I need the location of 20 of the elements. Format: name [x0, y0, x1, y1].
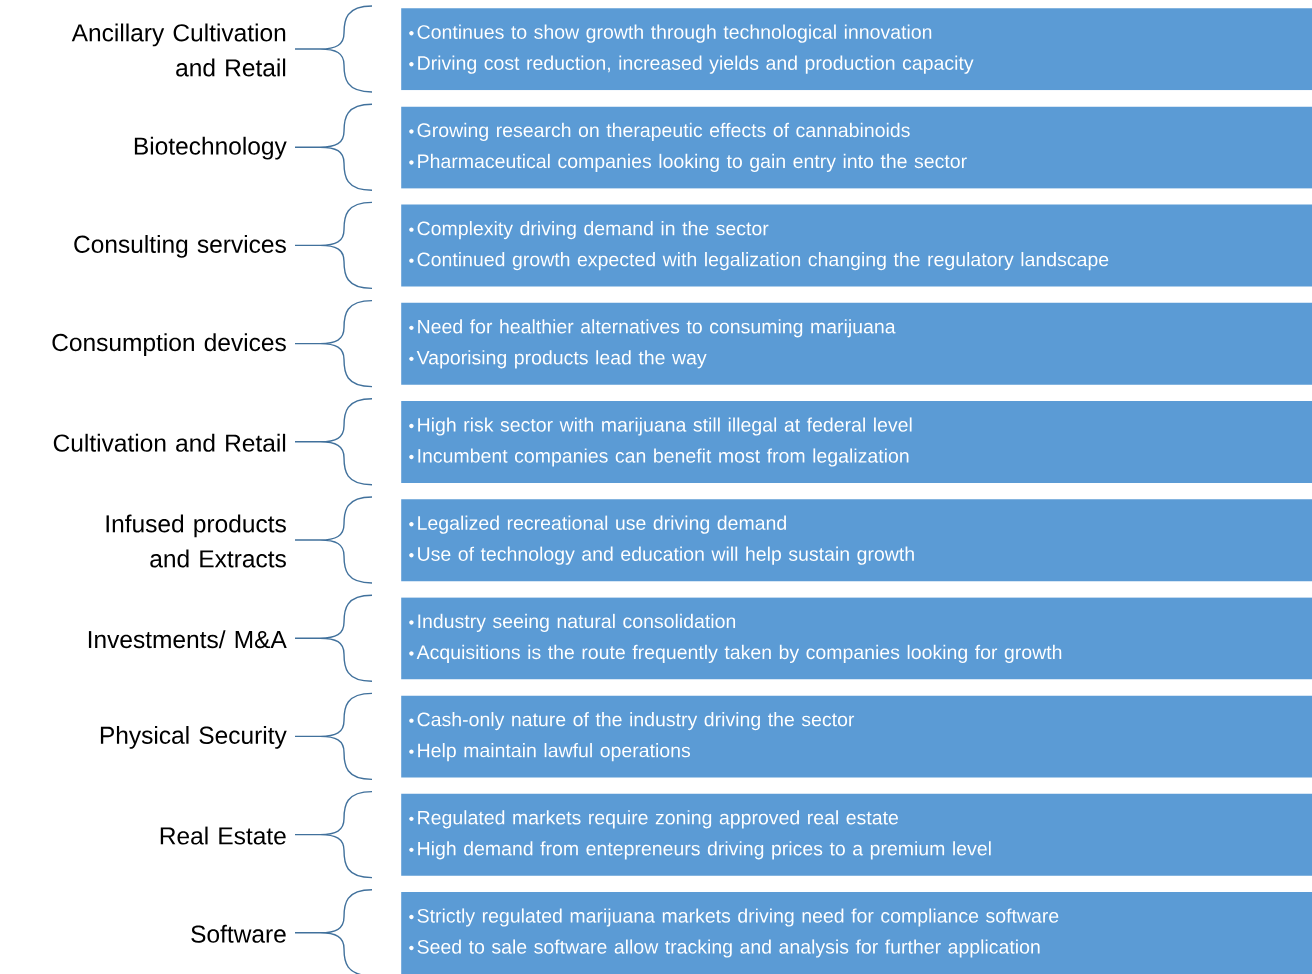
category-label: Software: [191, 924, 286, 943]
category-label: Investments/ M&A: [88, 630, 287, 649]
category-label: Real Estate: [160, 826, 286, 845]
text-box: Regulated markets require zoning approved real estate High demand from entepreneurs driving prices to a premium level: [401, 793, 1312, 876]
category-label: Infused products and Extracts: [106, 514, 286, 568]
category-label: Physical Security: [100, 726, 287, 749]
text-box: Complexity driving demand in the sector Continued growth expected with legalization changing the regulatory landscape: [401, 204, 1312, 287]
text-box: Growing research on therapeutic effects of cannabinoids Pharmaceutical companies looking to gain entry into the sector: [401, 106, 1312, 189]
category-label: Cultivation and Retail: [53, 433, 286, 452]
text-box: High risk sector with marijuana still illegal at federal level Incumbent companies can benefit most from legalization: [401, 401, 1312, 483]
category-label: Consumption devices: [52, 333, 286, 356]
category-label: Ancillary Cultivation and Retail: [71, 23, 286, 77]
text-box: Continues to show growth through technological innovation Driving cost reduction, increased yields and production capacity: [401, 8, 1312, 91]
text-box: Need for healthier alternatives to consuming marijuana Vaporising products lead the way: [401, 302, 1312, 385]
text-box: Industry seeing natural consolidation Acquisitions is the route frequently taken by companies looking for growth: [401, 597, 1312, 680]
text-box: Cash-only nature of the industry driving the sector Help maintain lawful operations: [401, 695, 1312, 778]
category-label: Biotechnology: [134, 136, 287, 160]
category-label: Consulting services: [74, 235, 286, 258]
text-box: Legalized recreational use driving demand Use of technology and education will help sustain growth: [401, 499, 1312, 582]
text-box: Strictly regulated marijuana markets driving need for compliance software Seed to sale software allow tracking and analysis for further application: [401, 892, 1312, 974]
